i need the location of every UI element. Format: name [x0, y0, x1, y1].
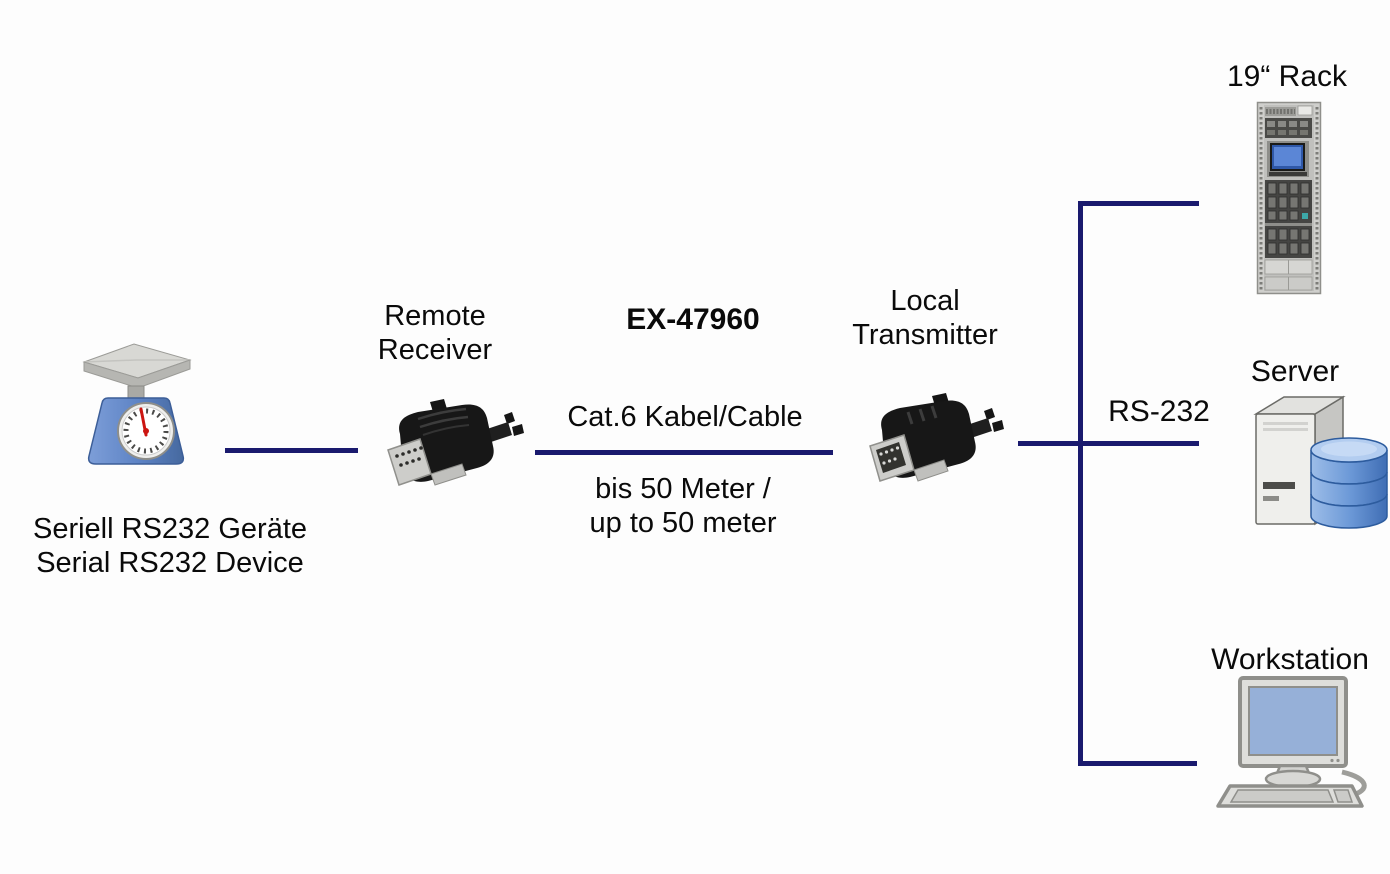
source-device-label-line1: Seriell RS232 Geräte: [32, 513, 308, 545]
product-model-label: EX-47960: [626, 303, 760, 336]
workstation-label: Workstation: [1211, 643, 1369, 676]
local-transmitter-label: Local Transmitter: [820, 284, 1030, 352]
local-transmitter-label-line2: Transmitter: [852, 319, 998, 351]
db9-male-connector-icon: [387, 399, 524, 486]
cable-length-line1: bis 50 Meter /: [595, 473, 771, 505]
remote-receiver-label: Remote Receiver: [335, 299, 535, 367]
protocol-label: RS-232: [1108, 395, 1210, 428]
server-rack-icon: [1256, 101, 1322, 295]
remote-receiver-label-line1: Remote: [384, 300, 486, 332]
desktop-workstation-icon: [1216, 676, 1367, 808]
cable-type-label: Cat.6 Kabel/Cable: [567, 401, 803, 433]
source-device-label: Seriell RS232 Geräte Serial RS232 Device: [0, 512, 340, 580]
source-device-label-line2: Serial RS232 Device: [36, 547, 304, 579]
db9-female-connector-icon: [869, 393, 1004, 482]
connection-line-cat6: [535, 450, 833, 455]
connection-line-transmitter-to-bracket: [1018, 441, 1199, 446]
connection-line-branch-workstation: [1078, 761, 1197, 766]
cable-length-line2: up to 50 meter: [589, 507, 777, 539]
database-server-icon: [1253, 395, 1388, 529]
weighing-scale-icon: [82, 343, 192, 465]
connection-line-source-to-receiver: [225, 448, 358, 453]
server-label: Server: [1250, 355, 1340, 388]
connection-line-vertical-bus: [1078, 201, 1083, 766]
rack-label: 19“ Rack: [1226, 60, 1348, 93]
connection-line-branch-rack: [1078, 201, 1199, 206]
cable-length-label: bis 50 Meter / up to 50 meter: [533, 472, 833, 540]
local-transmitter-label-line1: Local: [890, 285, 960, 317]
remote-receiver-label-line2: Receiver: [377, 334, 493, 366]
